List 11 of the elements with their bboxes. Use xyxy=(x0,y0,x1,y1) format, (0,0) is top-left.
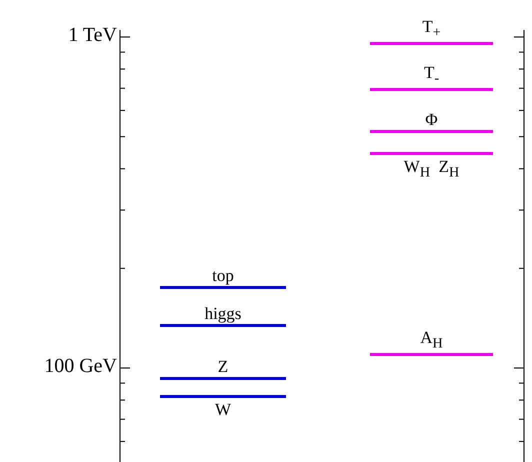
energy-level: Φ xyxy=(370,110,493,133)
energy-level: T$_{+}$ xyxy=(370,17,493,46)
energy-level: Z xyxy=(160,357,286,380)
energy-level: top xyxy=(160,266,286,289)
axis-tick-label: 1 TeV xyxy=(67,24,117,47)
energy-level: W$_{H}$ Z$_{H}$ xyxy=(370,152,493,182)
energy-level: A$_{H}$ xyxy=(370,328,493,356)
energy-level: W xyxy=(160,395,286,420)
axis-tick-label: 100 GeV xyxy=(43,355,117,378)
energy-level: higgs xyxy=(160,304,286,327)
energy-level: T$_{-}$ xyxy=(370,63,493,92)
